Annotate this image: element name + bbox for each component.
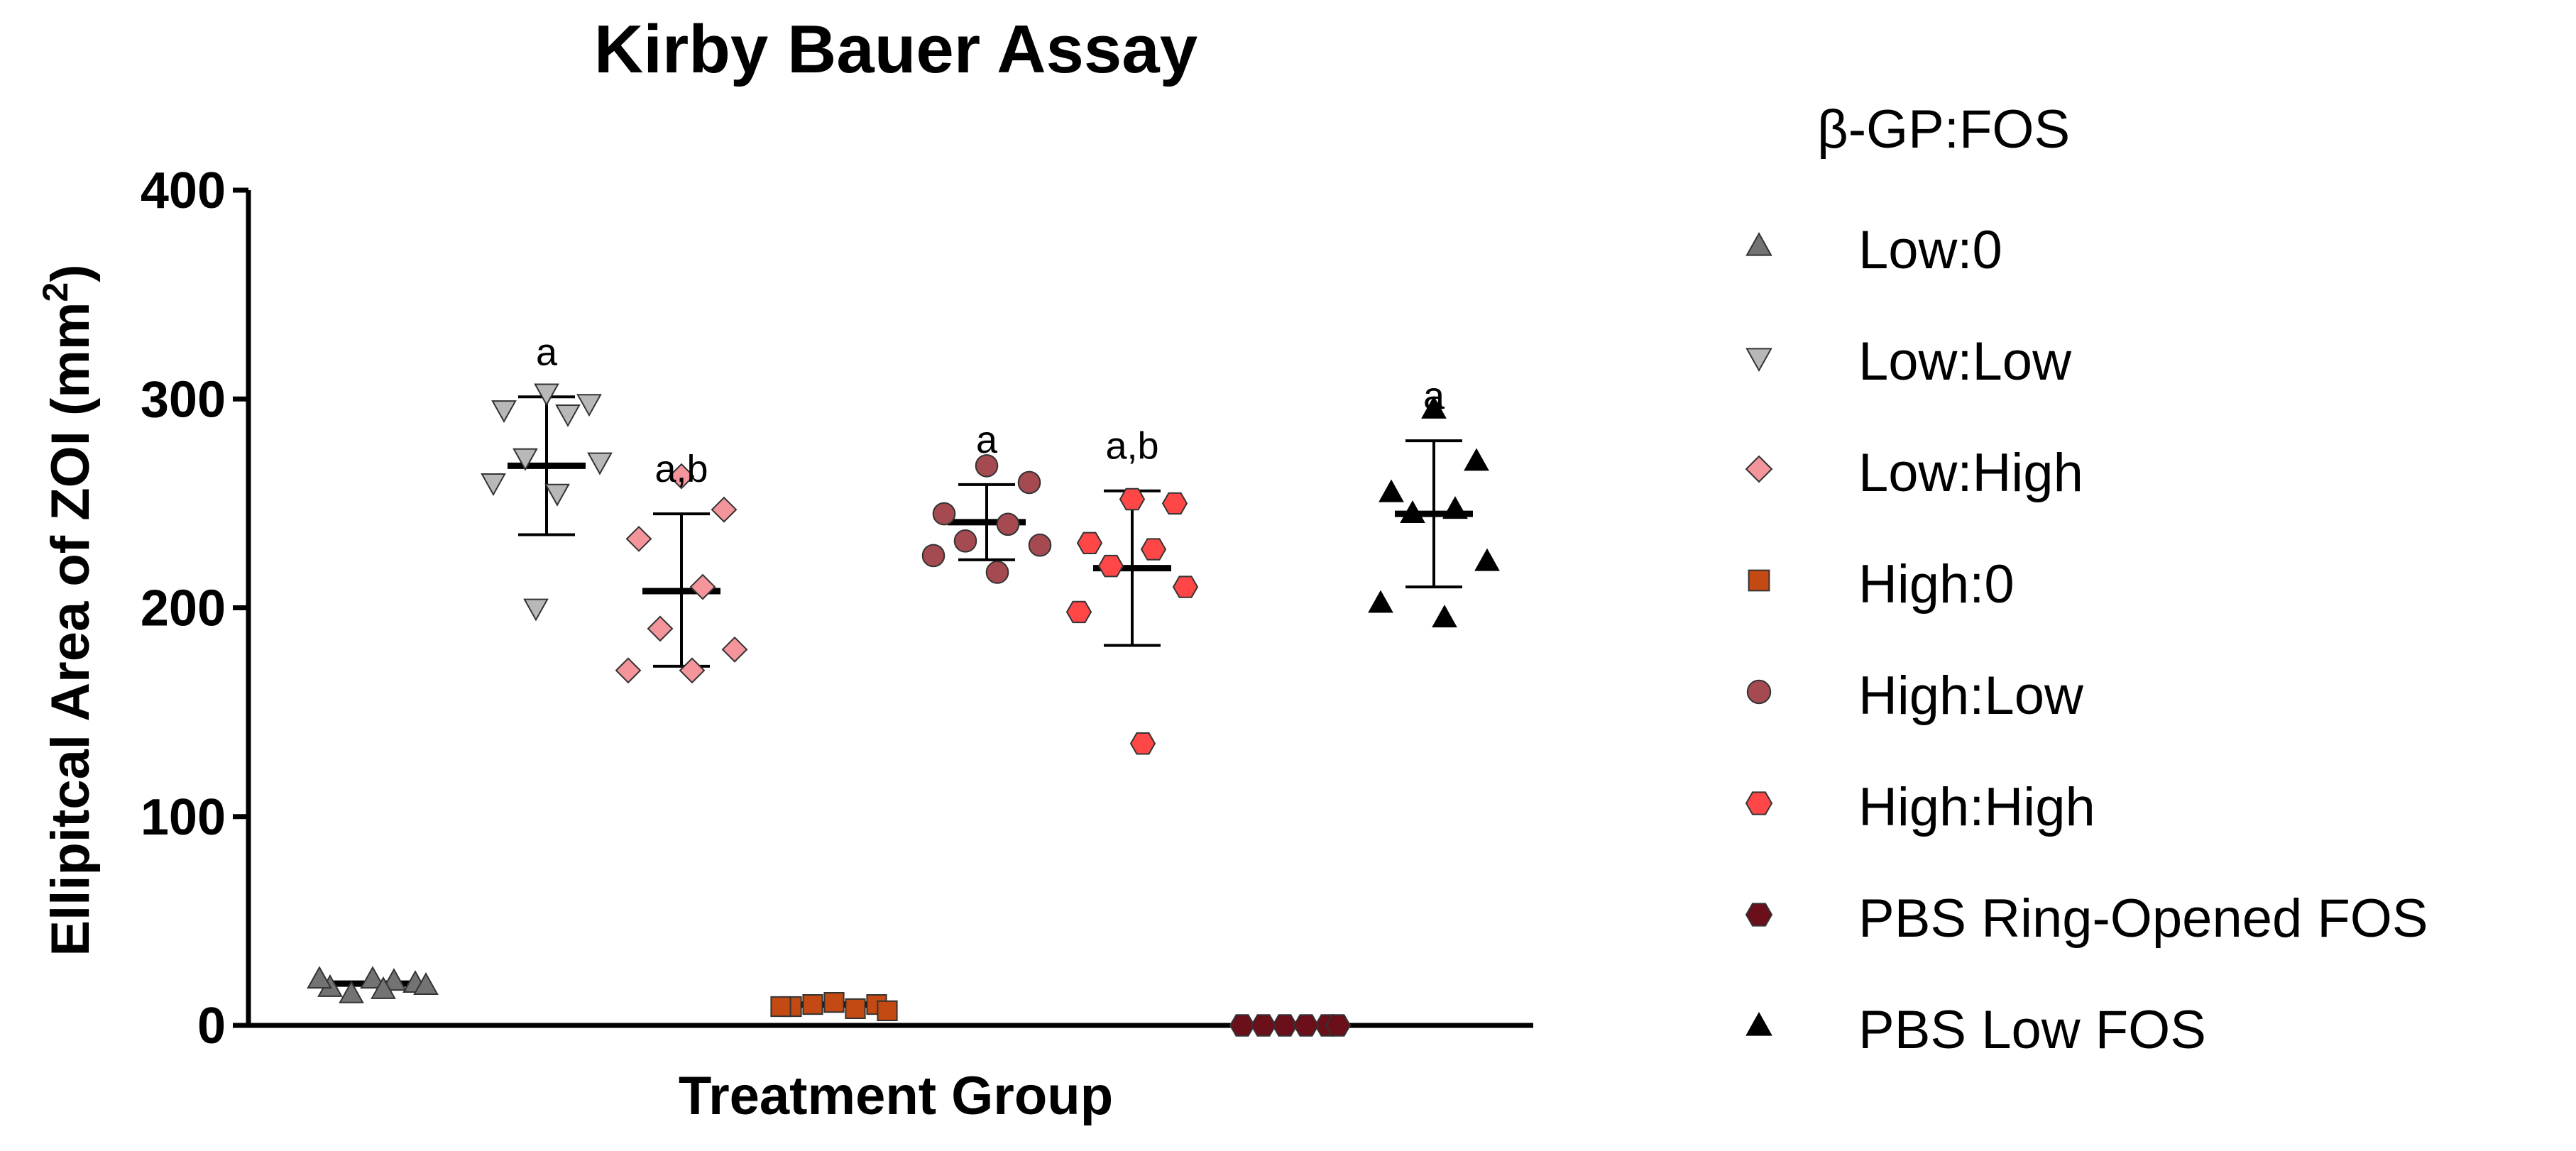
legend-marker bbox=[1745, 1011, 1772, 1036]
legend-marker bbox=[1745, 903, 1773, 927]
legend-label: PBS Ring-Opened FOS bbox=[1858, 888, 2428, 949]
data-point bbox=[1076, 532, 1103, 554]
y-tick-label: 400 bbox=[141, 163, 226, 219]
data-point bbox=[481, 473, 506, 496]
data-point bbox=[1432, 605, 1457, 628]
y-axis-label: Ellipitcal Area of ZOI (mm2) bbox=[35, 264, 101, 956]
data-point bbox=[1229, 1014, 1256, 1037]
legend-marker bbox=[1745, 348, 1772, 373]
data-point bbox=[1119, 488, 1146, 511]
legend-marker bbox=[1746, 679, 1772, 705]
data-point bbox=[1474, 548, 1500, 571]
annotation-label: a,b bbox=[1105, 425, 1158, 468]
y-tick-label: 300 bbox=[141, 371, 226, 428]
annotation-label: a bbox=[1423, 375, 1445, 417]
data-points bbox=[307, 383, 1500, 1037]
data-point bbox=[953, 529, 977, 553]
legend-label: PBS Low FOS bbox=[1858, 1000, 2206, 1060]
data-point bbox=[491, 400, 517, 424]
data-point bbox=[975, 454, 999, 478]
chart-title: Kirby Bauer Assay bbox=[594, 11, 1197, 87]
data-point bbox=[921, 544, 946, 568]
annotation-label: a bbox=[536, 331, 558, 373]
legend-label: High:Low bbox=[1858, 666, 2084, 726]
legend-label: Low:Low bbox=[1858, 331, 2072, 392]
data-point bbox=[1172, 576, 1199, 598]
legend-label: Low:0 bbox=[1858, 220, 2002, 280]
data-point bbox=[1017, 470, 1041, 495]
data-point bbox=[1293, 1014, 1320, 1037]
data-point bbox=[625, 525, 652, 552]
data-point bbox=[721, 636, 748, 663]
annotation-label: a bbox=[976, 419, 998, 461]
data-point bbox=[615, 657, 642, 684]
data-point bbox=[576, 394, 602, 417]
legend: β-GP:FOS Low:0Low:LowLow:HighHigh:0High:… bbox=[1745, 99, 2428, 1060]
y-axis-label-sup: 2 bbox=[35, 282, 75, 302]
legend-label: Low:High bbox=[1858, 443, 2083, 503]
significance-annotations: a a,b a a,b a bbox=[536, 331, 1445, 490]
data-point bbox=[1140, 538, 1167, 561]
data-point bbox=[1325, 1014, 1352, 1037]
data-point bbox=[877, 1000, 898, 1021]
data-point bbox=[932, 502, 956, 526]
data-point bbox=[668, 463, 695, 490]
x-axis-label: Treatment Group bbox=[679, 1066, 1113, 1126]
data-point bbox=[1250, 1014, 1277, 1037]
error-bars bbox=[334, 395, 1473, 1029]
data-point bbox=[587, 452, 613, 475]
data-point bbox=[996, 512, 1020, 536]
data-point bbox=[679, 657, 706, 684]
data-point bbox=[381, 968, 407, 991]
data-point bbox=[1379, 479, 1404, 502]
data-point bbox=[555, 404, 581, 427]
data-point bbox=[1464, 448, 1489, 471]
data-point bbox=[770, 996, 791, 1018]
legend-marker bbox=[1748, 569, 1770, 592]
data-point bbox=[371, 976, 396, 999]
data-point bbox=[1028, 533, 1052, 557]
data-point bbox=[689, 573, 716, 600]
data-point bbox=[360, 966, 385, 989]
annotation-label: a,b bbox=[654, 448, 708, 490]
data-point bbox=[802, 993, 823, 1015]
data-point bbox=[1065, 600, 1092, 624]
data-point bbox=[1161, 492, 1188, 515]
data-point bbox=[1400, 500, 1425, 523]
y-tick-label: 200 bbox=[141, 580, 226, 637]
legend-marker bbox=[1745, 231, 1772, 256]
data-point bbox=[534, 383, 559, 407]
y-axis-label-main: Ellipitcal Area of ZOI (mm bbox=[40, 302, 101, 957]
data-point bbox=[513, 448, 538, 471]
y-axis-label-close: ) bbox=[40, 264, 101, 282]
data-point bbox=[523, 598, 549, 622]
legend-label: High:High bbox=[1858, 777, 2095, 837]
data-point bbox=[544, 483, 570, 507]
legend-label: High:0 bbox=[1858, 554, 2015, 615]
data-point bbox=[647, 615, 674, 642]
y-tick-label: 100 bbox=[141, 789, 226, 846]
data-point bbox=[339, 980, 364, 1003]
data-point bbox=[823, 992, 845, 1013]
data-point bbox=[1442, 496, 1468, 519]
legend-title: β-GP:FOS bbox=[1817, 99, 2070, 160]
legend-marker bbox=[1745, 791, 1773, 815]
data-point bbox=[845, 998, 866, 1020]
data-point bbox=[1421, 395, 1447, 419]
data-point bbox=[1129, 732, 1156, 755]
y-tick-label: 0 bbox=[197, 998, 226, 1054]
data-point bbox=[711, 496, 738, 523]
data-point bbox=[1368, 590, 1393, 613]
data-point bbox=[307, 966, 332, 989]
axes: 0 100 200 300 400 bbox=[141, 163, 1533, 1054]
legend-marker bbox=[1745, 455, 1773, 483]
data-point bbox=[1097, 554, 1124, 578]
data-point bbox=[413, 972, 439, 995]
data-point bbox=[985, 561, 1009, 584]
